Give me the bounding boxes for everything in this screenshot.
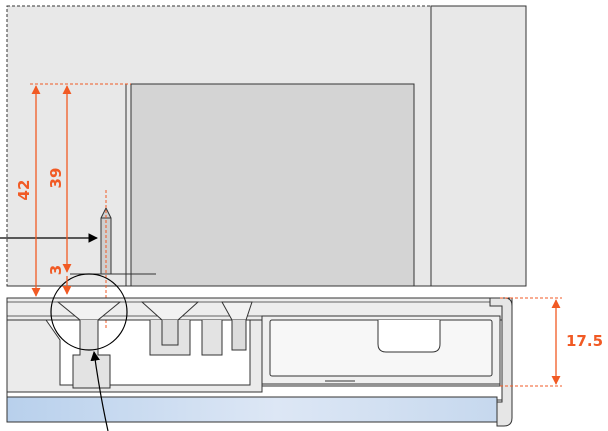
upper-cabinet <box>6 5 527 287</box>
detail-circle <box>50 273 128 351</box>
rail-box-notch <box>377 320 441 353</box>
dim-label-inner: 39 <box>47 168 65 189</box>
dim-label-rail: 17.5 <box>566 332 603 350</box>
glass-panel <box>6 396 498 423</box>
cabinet-side-panel <box>430 5 527 287</box>
dim-label-overall: 42 <box>15 180 33 201</box>
leader-arrow-screw <box>90 351 109 431</box>
dim-label-offset: 3 <box>47 265 65 275</box>
rail-profile <box>6 297 513 427</box>
rail-channel <box>6 319 263 393</box>
door-panel <box>130 83 415 287</box>
